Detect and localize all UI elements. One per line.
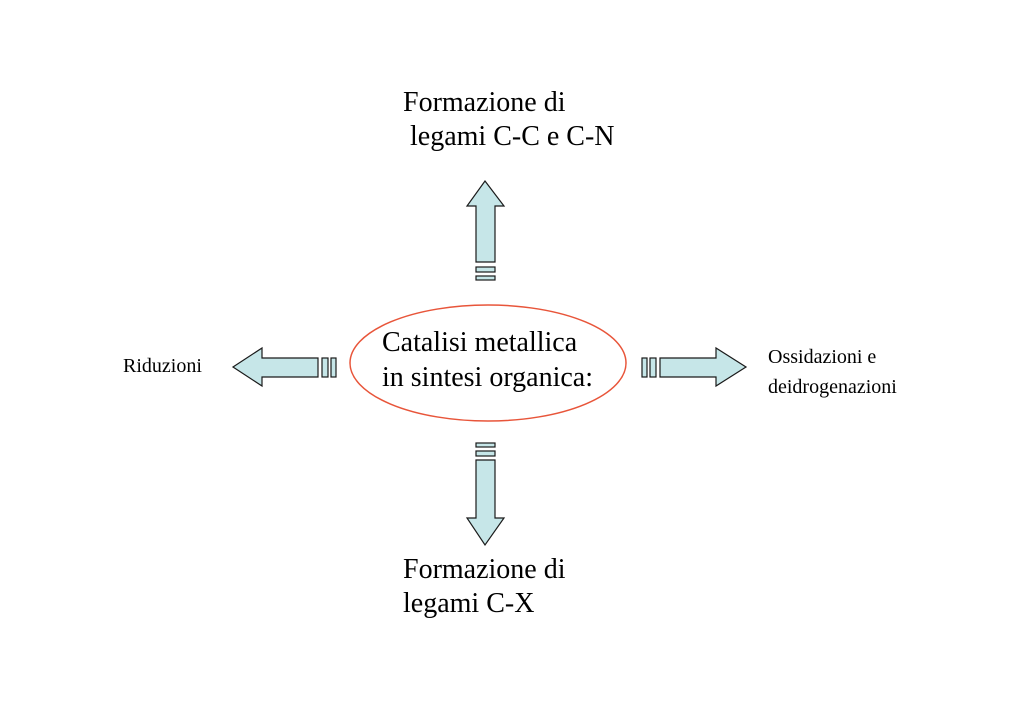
arrow-down-stripe-2 <box>475 450 496 457</box>
arrow-up-body <box>465 179 506 263</box>
center-label-line1: Catalisi metallica <box>382 327 578 358</box>
bottom-label-line1: Formazione di <box>403 554 566 585</box>
arrow-up-stripe-2 <box>475 275 496 281</box>
center-label-line2: in sintesi organica: <box>382 362 593 393</box>
right-label-line2: deidrogenazioni <box>768 376 897 398</box>
top-label-line2: legami C-C e C-N <box>403 121 615 152</box>
arrow-down <box>465 442 506 547</box>
arrow-right-body <box>659 346 748 388</box>
arrow-left <box>231 346 337 388</box>
arrow-up-stripe-1 <box>475 266 496 273</box>
arrow-right-stripe-1 <box>641 357 648 378</box>
bottom-label-line2: legami C-X <box>403 588 535 619</box>
arrow-left-body <box>231 346 319 388</box>
arrow-left-stripe-1 <box>321 357 329 378</box>
arrow-down-body <box>465 459 506 547</box>
arrow-left-stripe-2 <box>330 357 337 378</box>
arrow-right <box>641 346 748 388</box>
left-label: Riduzioni <box>123 355 202 377</box>
arrow-down-stripe-1 <box>475 442 496 448</box>
center-ellipse <box>349 304 627 422</box>
arrow-up <box>465 179 506 281</box>
top-label-line1: Formazione di <box>403 87 566 118</box>
right-label-line1: Ossidazioni e <box>768 346 877 368</box>
arrow-right-stripe-2 <box>649 357 657 378</box>
